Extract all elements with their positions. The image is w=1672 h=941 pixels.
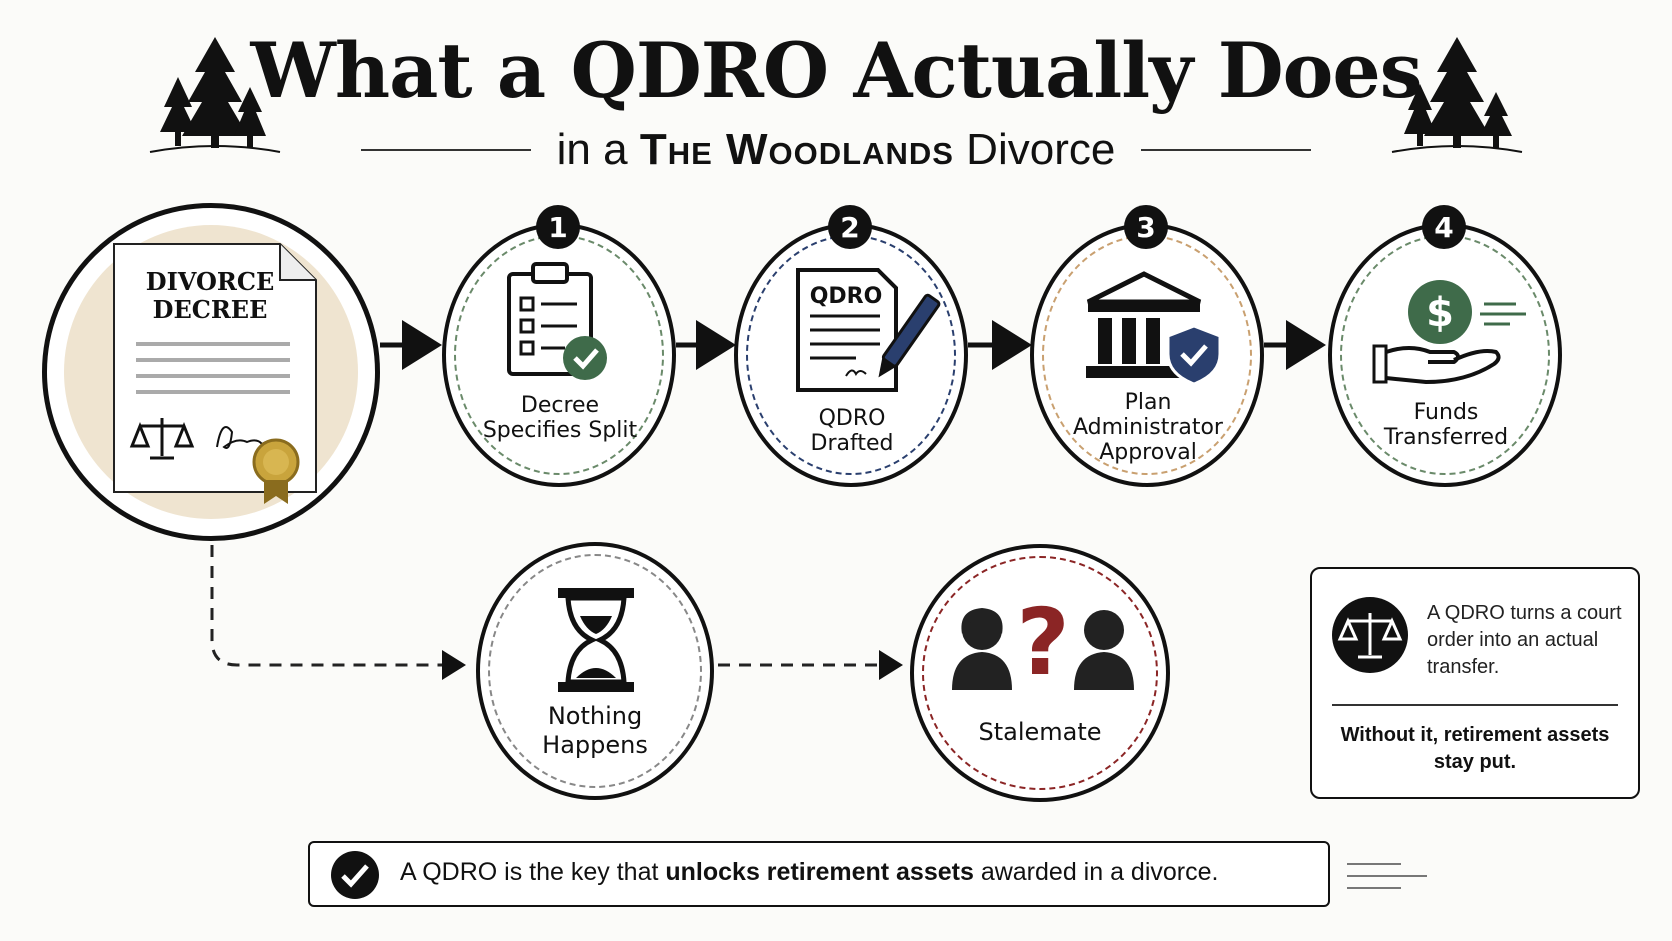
svg-text:$: $ <box>1426 290 1454 336</box>
banner-text: A QDRO is the key that unlocks retiremen… <box>400 858 1320 887</box>
subtitle-suffix: Divorce <box>966 125 1116 174</box>
step4-number-badge: 4 <box>1422 205 1466 249</box>
bank-shield-icon <box>1086 271 1222 386</box>
svg-text:?: ? <box>1016 589 1069 696</box>
nothing-happens-dash-ring <box>488 554 702 788</box>
step2-doc-label: QDRO <box>809 284 883 309</box>
pine-trees-icon-right <box>1391 37 1523 153</box>
scales-icon <box>1332 597 1408 673</box>
decree-doc-line1: DIVORCE <box>145 267 275 296</box>
step2-number-badge: 2 <box>828 205 872 249</box>
banner-text-part1: A QDRO is the key that <box>400 858 666 886</box>
step3-number-badge: 3 <box>1124 205 1168 249</box>
people-question-icon: ? <box>952 589 1134 696</box>
key-banner <box>308 841 1330 907</box>
nothing-happens-line1: Nothing <box>547 702 643 730</box>
hourglass-icon <box>558 588 634 692</box>
step1-number-badge: 1 <box>536 205 580 249</box>
subtitle-prefix: in a <box>556 125 628 174</box>
dashed-arrow-decree-to-nothing <box>210 545 466 680</box>
checklist-icon <box>507 262 607 380</box>
document-pen-icon <box>796 268 941 392</box>
divorce-decree-document-icon <box>113 243 317 504</box>
step1-label-line2: Specifies Split <box>482 418 638 443</box>
subtitle-rule-left <box>360 149 531 151</box>
step3-label-line3: Approval <box>1099 440 1197 465</box>
step1-label-line1: Decree <box>520 393 600 418</box>
nothing-happens-line2: Happens <box>542 731 648 759</box>
step3-label-line2: Administrator <box>1073 415 1223 440</box>
page-title: What a QDRO Actually Does <box>250 26 1423 115</box>
step2-label: QDRO Drafted <box>754 406 950 456</box>
step1-label: Decree Specifies Split <box>462 393 658 443</box>
decree-doc-title: DIVORCE DECREE <box>130 268 290 324</box>
check-circle-icon <box>331 851 379 899</box>
stalemate-label: Stalemate <box>978 718 1102 746</box>
step3-label-line1: Plan <box>1124 390 1172 415</box>
nothing-happens-label: Nothing Happens <box>496 702 694 760</box>
decorative-lines <box>1347 863 1427 889</box>
step4-label-line1: Funds <box>1413 400 1479 425</box>
subtitle-place: The Woodlands <box>639 125 954 174</box>
decree-doc-line2: DECREE <box>152 295 268 324</box>
subtitle-row: in a The Woodlands Divorce <box>0 120 1672 180</box>
subtitle-rule-right <box>1141 149 1312 151</box>
banner-text-part2: awarded in a divorce. <box>973 858 1219 886</box>
step2-label-line2: Drafted <box>810 431 894 456</box>
banner-text-bold: unlocks retirement assets <box>665 858 974 886</box>
hand-dollar-icon: $ <box>1372 280 1526 384</box>
step3-label: Plan Administrator Approval <box>1050 390 1246 465</box>
info-text: A QDRO turns a court order into an actua… <box>1427 602 1622 678</box>
info-divider <box>1332 704 1618 706</box>
subtitle: in a The Woodlands Divorce <box>557 125 1116 175</box>
info-bold-text: Without it, retirement assets stay put. <box>1340 724 1610 773</box>
step4-label: Funds Transferred <box>1348 400 1544 450</box>
step4-label-line2: Transferred <box>1383 425 1509 450</box>
pine-trees-icon-left <box>149 37 281 153</box>
step2-label-line1: QDRO <box>818 406 886 431</box>
stalemate-dash-ring <box>922 556 1158 790</box>
